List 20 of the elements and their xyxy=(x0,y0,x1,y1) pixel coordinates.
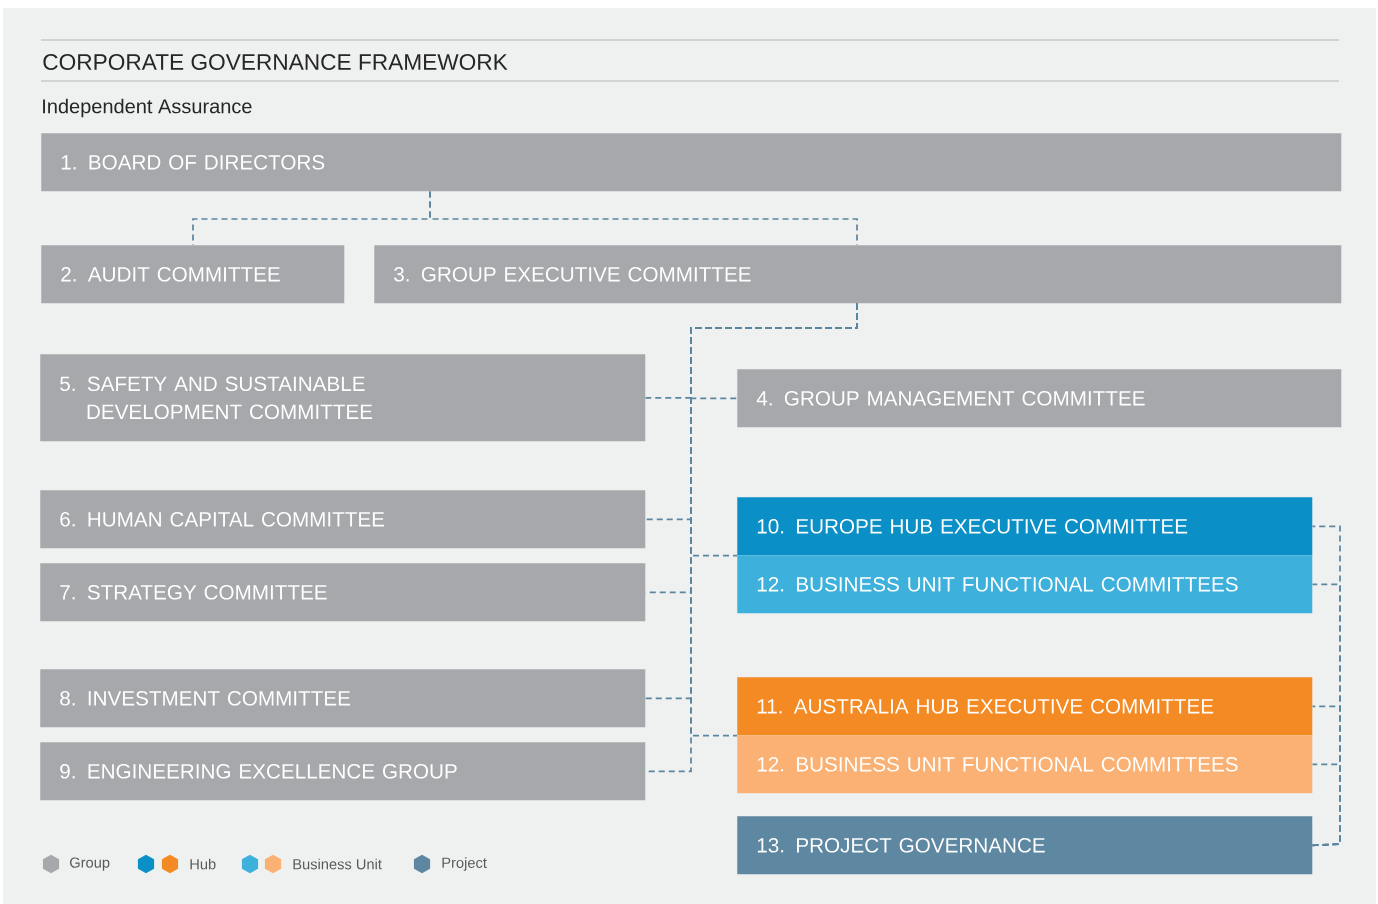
committee-box: 7. STRATEGY COMMITTEE xyxy=(40,563,646,622)
legend-label: Hub xyxy=(190,858,216,870)
legend-label: Project xyxy=(442,857,487,871)
legend-label: Group xyxy=(70,857,110,871)
committee-box: 10. EUROPE HUB EXECUTIVE COMMITTEE xyxy=(737,497,1313,556)
committee-box: 11. AUSTRALIA HUB EXECUTIVE COMMITTEE xyxy=(737,677,1313,736)
committee-box: 1. BOARD OF DIRECTORS xyxy=(41,133,1342,192)
connector xyxy=(1311,763,1341,847)
committee-box: 3. GROUP EXECUTIVE COMMITTEE xyxy=(374,245,1342,304)
committee-box: 5. SAFETY AND SUSTAINABLE DEVELOPMENT COMMITTEE xyxy=(40,354,646,442)
legend-label: Business Unit xyxy=(293,858,382,870)
committee-box: 6. HUMAN CAPITAL COMMITTEE xyxy=(40,490,646,549)
title: CORPORATE GOVERNANCE FRAMEWORK xyxy=(43,54,508,71)
committee-box: 12. BUSINESS UNIT FUNCTIONAL COMMITTEES xyxy=(737,555,1313,614)
committee-box: 4. GROUP MANAGEMENT COMMITTEE xyxy=(737,369,1342,428)
committee-box: 2. AUDIT COMMITTEE xyxy=(41,245,345,304)
committee-box: 12. BUSINESS UNIT FUNCTIONAL COMMITTEES xyxy=(737,735,1313,794)
committee-box: 8. INVESTMENT COMMITTEE xyxy=(40,669,646,728)
committee-box: 9. ENGINEERING EXCELLENCE GROUP xyxy=(40,742,646,801)
committee-box: 13. PROJECT GOVERNANCE xyxy=(737,816,1313,875)
